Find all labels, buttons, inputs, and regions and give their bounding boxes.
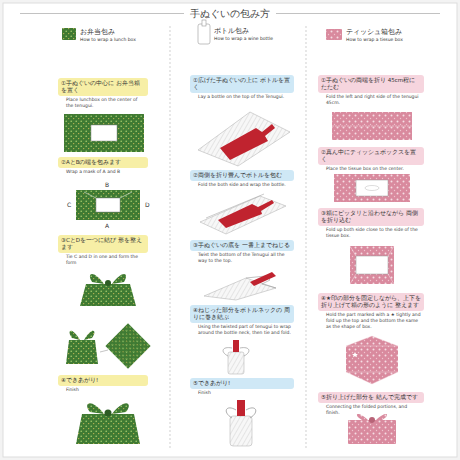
page-title: 手ぬぐいの包み方 — [0, 7, 460, 21]
step-box: ⑤折り上げた部分を 結んで完成ですConnecting the folded p… — [318, 392, 424, 415]
step-box: ③CとDを一つに結び 形を整えますTie C and D in one and … — [58, 235, 148, 266]
step-caption: Fold the left and right side of the tenu… — [318, 93, 424, 105]
step-box: ⑤できあがり!Finish — [190, 378, 294, 396]
step-box: ③箱にピッタリと沿わせながら 両側を折り込むFold up both side … — [318, 208, 424, 239]
step-caption: Using the twisted part of tenugui to wra… — [190, 323, 294, 335]
step-heading: ③箱にピッタリと沿わせながら 両側を折り込む — [318, 208, 424, 226]
step-box: ②真ん中にティッシュボックスを置くPlace the tissue box on… — [318, 147, 424, 172]
step-box: ④ねじった部分をボトルネックの 周りに巻き結ぶUsing the twisted… — [190, 305, 294, 336]
step-heading: ①広げた手ぬぐいの上に ボトルを置く — [190, 75, 294, 93]
step-caption: Fold the both side and wrap the bottle. — [190, 181, 294, 188]
step-heading: ①手ぬぐいの中心に お弁当箱を置く — [58, 78, 148, 96]
step-caption: Lay a bottle on the top of the Tenugui. — [190, 93, 294, 100]
step-heading: ②真ん中にティッシュボックスを置く — [318, 147, 424, 165]
column-heading: お弁当包み — [80, 28, 115, 37]
column-heading: ボトル包み — [214, 27, 249, 36]
step-heading: ④できあがり! — [58, 375, 148, 386]
step-box: ②AとBの端を包みますWrap a mask of A and B — [58, 157, 148, 175]
step-box: ①手ぬぐいの両端を折り 45cm程にたたむFold the left and r… — [318, 75, 424, 106]
step-heading: ④ねじった部分をボトルネックの 周りに巻き結ぶ — [190, 305, 294, 323]
column-heading: How to wrap a wine bottle — [214, 36, 273, 41]
step-caption: Place the tissue box on the center. — [318, 165, 424, 172]
step-caption: Connecting the folded portions, and fini… — [318, 403, 424, 415]
step-box: ③手ぬぐいの底を 一番上までねじるTwist the bottom of the… — [190, 240, 294, 263]
step-caption: Fold up both side close to the side of t… — [318, 226, 424, 238]
column-heading: How to wrap a tissue box — [346, 37, 403, 42]
step-box: ②両側を折り畳んでボトルを包むFold the both side and wr… — [190, 170, 294, 188]
step-heading: ①手ぬぐいの両端を折り 45cm程にたたむ — [318, 75, 424, 93]
column-heading: How to wrap a lunch box — [80, 37, 136, 42]
column-heading: ティッシュ箱包み — [346, 28, 402, 37]
step-caption: Hold the part marked with a ★ tightly an… — [318, 311, 424, 329]
step-heading: ②AとBの端を包みます — [58, 157, 148, 168]
step-box: ④できあがり!Finish — [58, 375, 148, 393]
corner-letter: A — [105, 222, 109, 229]
step-box: ①手ぬぐいの中心に お弁当箱を置くPlace lunchbox on the c… — [58, 78, 148, 109]
step-heading: ⑤折り上げた部分を 結んで完成です — [318, 392, 424, 403]
title-text: 手ぬぐいの包み方 — [184, 8, 276, 19]
step-caption: Tie C and D in one and form the form — [58, 253, 148, 265]
step-box: ①広げた手ぬぐいの上に ボトルを置くLay a bottle on the to… — [190, 75, 294, 100]
step-heading: ④★印の部分を固定しながら、上下を 折り上げて箱の形のように 整えます — [318, 293, 424, 311]
corner-letter: D — [145, 201, 150, 208]
step-caption: Twist the bottom of the Tenugui all the … — [190, 251, 294, 263]
step-caption: Finish — [190, 389, 294, 396]
step-box: ④★印の部分を固定しながら、上下を 折り上げて箱の形のように 整えますHold … — [318, 293, 424, 329]
corner-letter: C — [67, 201, 71, 208]
corner-letter: B — [105, 181, 109, 188]
step-caption: Place lunchbox on the center of the tenu… — [58, 96, 148, 108]
step-heading: ③CとDを一つに結び 形を整えます — [58, 235, 148, 253]
step-heading: ③手ぬぐいの底を 一番上までねじる — [190, 240, 294, 251]
step-heading: ②両側を折り畳んでボトルを包む — [190, 170, 294, 181]
step-caption: Wrap a mask of A and B — [58, 168, 148, 175]
step-heading: ⑤できあがり! — [190, 378, 294, 389]
step-caption: Finish — [58, 386, 148, 393]
